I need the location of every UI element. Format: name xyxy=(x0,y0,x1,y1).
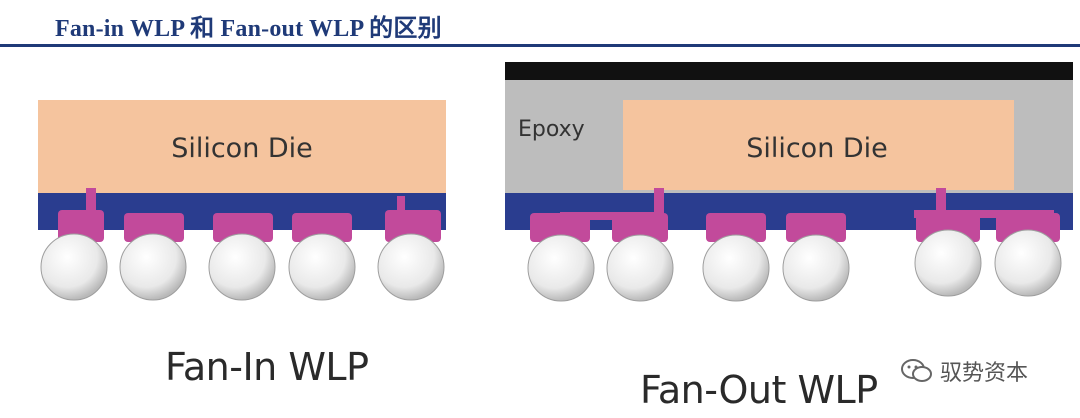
fan-out-solder-ball xyxy=(782,234,850,302)
title-divider xyxy=(0,44,1080,47)
wechat-icon xyxy=(901,359,932,382)
fan-out-epoxy-label: Epoxy xyxy=(518,117,585,142)
wlp-comparison-diagram: Silicon Die Epoxy Silicon Die xyxy=(38,62,1073,302)
fan-in-solder-ball xyxy=(288,233,356,301)
fan-in-die-label: Silicon Die xyxy=(171,133,313,164)
fan-in-solder-ball xyxy=(208,233,276,301)
fan-out-pad xyxy=(530,213,590,242)
fan-out-die-label: Silicon Die xyxy=(746,133,888,164)
fan-out-solder-ball xyxy=(527,234,595,302)
fan-in-silicon-die xyxy=(38,100,446,193)
fan-out-solder-ball xyxy=(914,229,982,297)
watermark: 驭势资本 xyxy=(900,355,1028,387)
fan-out-solder-ball xyxy=(702,234,770,302)
fan-out-pad xyxy=(612,213,668,242)
fan-out-solder-ball xyxy=(994,229,1062,297)
fan-in-pad xyxy=(292,213,352,242)
fan-in-solder-ball xyxy=(119,233,187,301)
fan-out-silicon-die xyxy=(623,100,1014,190)
watermark-text: 驭势资本 xyxy=(940,361,1029,386)
fan-in-pad xyxy=(124,213,184,242)
fan-in-package: Silicon Die xyxy=(38,100,446,301)
fan-out-top-layer xyxy=(505,62,1073,80)
fan-in-trace xyxy=(86,188,96,210)
page-title: Fan-in WLP 和 Fan-out WLP 的区别 xyxy=(55,16,442,42)
fan-in-solder-ball xyxy=(40,233,108,301)
fan-out-package: Epoxy Silicon Die xyxy=(505,62,1073,302)
fan-out-trace xyxy=(936,188,946,212)
fan-out-trace xyxy=(654,188,664,212)
fan-in-solder-ball xyxy=(377,233,445,301)
fan-in-pad xyxy=(385,210,441,242)
fan-out-solder-ball xyxy=(606,234,674,302)
fan-in-caption: Fan-In WLP xyxy=(165,345,369,389)
fan-out-pad xyxy=(786,213,846,242)
fan-out-caption: Fan-Out WLP xyxy=(640,368,878,412)
fan-out-pad xyxy=(706,213,766,242)
fan-in-pad xyxy=(213,213,273,242)
